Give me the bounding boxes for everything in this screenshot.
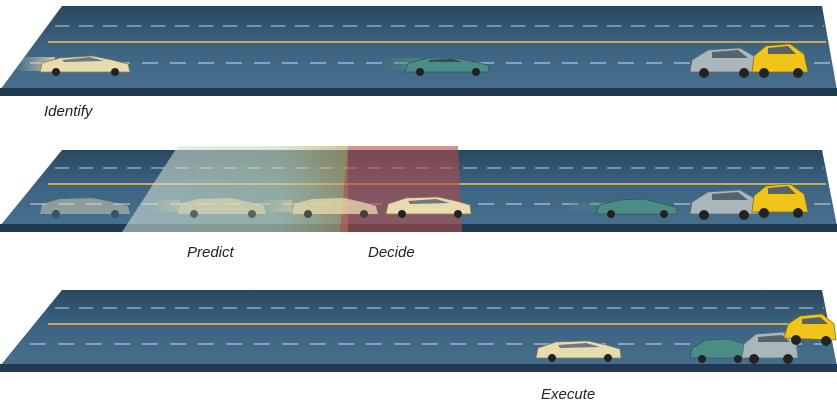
decide-zone bbox=[340, 146, 462, 232]
car-ghost-3 bbox=[262, 198, 378, 218]
car-cream-moving bbox=[15, 55, 131, 76]
road-panel-identify bbox=[0, 6, 837, 96]
car-ghost-1 bbox=[40, 198, 130, 218]
stage-label-decide: Decide bbox=[368, 244, 415, 261]
stage-label-identify: Identify bbox=[44, 103, 93, 120]
stage-label-predict: Predict bbox=[187, 244, 234, 261]
road-panel-execute bbox=[0, 290, 837, 372]
car-teal-crashed bbox=[689, 338, 749, 363]
road-surface bbox=[0, 6, 837, 90]
road-panel-predict-decide bbox=[0, 146, 837, 232]
car-teal-moving bbox=[380, 56, 490, 76]
car-ghost-2 bbox=[150, 198, 266, 218]
car-cream-decision bbox=[385, 196, 472, 218]
car-silver-crashed bbox=[689, 189, 759, 220]
car-teal-moving bbox=[570, 198, 678, 218]
car-silver-crashed bbox=[741, 331, 799, 364]
car-yellow-crashed bbox=[783, 313, 837, 346]
car-cream-stopped bbox=[535, 340, 622, 362]
car-yellow-crashed bbox=[751, 43, 809, 78]
car-yellow-crashed bbox=[751, 183, 809, 218]
road-edge bbox=[0, 364, 837, 372]
road-surface bbox=[0, 290, 837, 366]
car-silver-crashed bbox=[689, 47, 759, 78]
road-edge bbox=[0, 88, 837, 96]
stage-label-execute: Execute bbox=[541, 386, 596, 403]
